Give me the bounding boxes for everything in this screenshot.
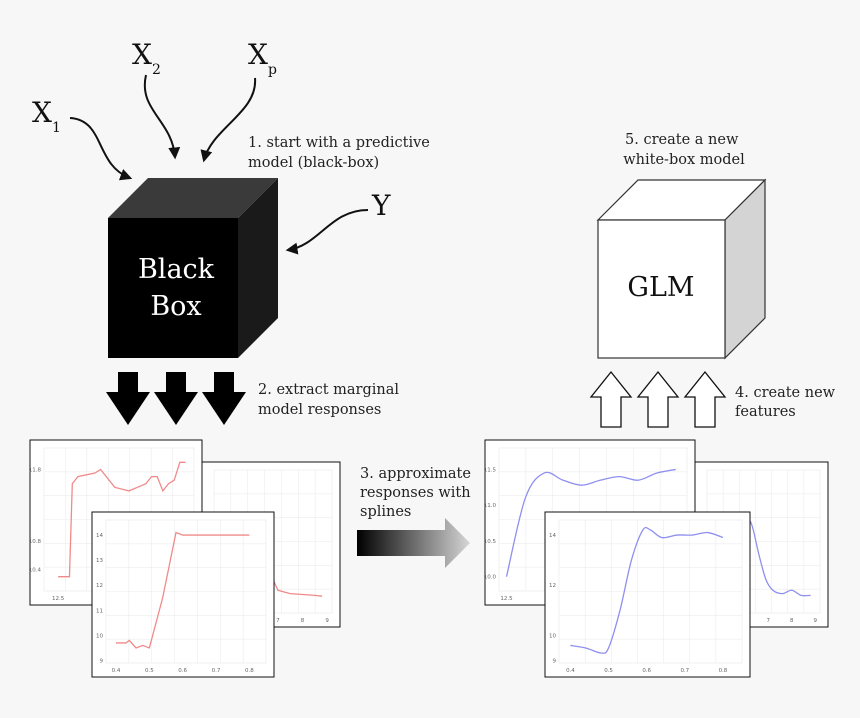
x-tick-label: 8 bbox=[301, 618, 305, 624]
chart-panel-left-front: 0.4 0.5 0.6 0.7 0.8 14 13 12 11 10 9 bbox=[91, 511, 275, 678]
x-tick-label: 8 bbox=[790, 618, 794, 624]
x-tick-label: 0.7 bbox=[212, 668, 221, 674]
glm-label: GLM bbox=[627, 272, 694, 303]
black-box-cube: Black Box bbox=[108, 178, 278, 358]
y-tick-label: 10.8 bbox=[29, 539, 42, 545]
x1-label: X1 bbox=[32, 96, 61, 136]
y-tick-label: 11 bbox=[96, 608, 103, 614]
feature-arrows bbox=[589, 370, 727, 428]
up-arrow bbox=[636, 370, 680, 428]
series-line bbox=[58, 461, 186, 578]
x-tick-label: 0.8 bbox=[719, 668, 728, 674]
black-box-label: Black bbox=[138, 254, 215, 285]
x2-arrow bbox=[143, 74, 181, 160]
black-box-label-2: Box bbox=[150, 291, 201, 322]
step5-label: 5. create a new white-box model bbox=[623, 132, 745, 168]
x-tick-label: 0.4 bbox=[112, 668, 121, 674]
y-tick-label: 11.8 bbox=[29, 467, 42, 473]
y-tick-label: 10 bbox=[96, 633, 103, 639]
y-tick-label: 12 bbox=[549, 583, 556, 589]
x-tick-label: 9 bbox=[814, 618, 818, 624]
xp-label: Xp bbox=[248, 38, 277, 78]
chart-panels: 78912.515.011.810.810.40.40.50.60.70.814… bbox=[29, 439, 829, 678]
extract-arrows bbox=[106, 372, 246, 425]
x1-arrow bbox=[69, 117, 133, 181]
xp-arrow bbox=[200, 77, 257, 163]
step4-label: 4. create new features bbox=[735, 385, 840, 420]
y-tick-label: 11.5 bbox=[484, 467, 497, 473]
y-tick-label: 11.0 bbox=[484, 503, 497, 509]
chart-panel-right-front: 0.4 0.5 0.6 0.7 0.8 14 12 10 9 bbox=[544, 511, 751, 678]
series-line bbox=[505, 468, 676, 577]
series-line bbox=[116, 531, 250, 649]
approximate-arrow bbox=[357, 518, 470, 568]
y-tick-label: 13 bbox=[96, 558, 103, 564]
y-tick-label: 10 bbox=[549, 633, 556, 639]
step3-label: 3. approximate responses with splines bbox=[360, 466, 476, 520]
y-tick-label: 10.4 bbox=[29, 568, 42, 574]
series-line bbox=[570, 526, 724, 654]
x-tick-label: 0.7 bbox=[680, 668, 689, 674]
y-label: Y bbox=[371, 189, 391, 222]
step1-label: 1. start with a predictive model (black-… bbox=[248, 135, 434, 171]
x-tick-label: 0.8 bbox=[245, 668, 254, 674]
x2-label: X2 bbox=[132, 38, 161, 78]
white-box-cube: GLM bbox=[596, 178, 767, 360]
y-tick-label: 9 bbox=[100, 658, 104, 664]
y-tick-label: 10.0 bbox=[484, 575, 497, 581]
y-tick-label: 14 bbox=[96, 533, 103, 539]
x-tick-label: 0.6 bbox=[178, 668, 187, 674]
x-tick-label: 7 bbox=[276, 618, 280, 624]
up-arrow bbox=[683, 370, 727, 428]
down-arrow bbox=[106, 372, 150, 425]
x-tick-label: 12.5 bbox=[52, 596, 65, 602]
y-tick-label: 9 bbox=[553, 658, 557, 664]
x-tick-label: 0.6 bbox=[642, 668, 651, 674]
y-tick-label: 10.5 bbox=[484, 539, 497, 545]
x-tick-label: 7 bbox=[766, 618, 770, 624]
x-tick-label: 0.5 bbox=[604, 668, 613, 674]
x-tick-label: 12.5 bbox=[500, 596, 513, 602]
down-arrow bbox=[154, 372, 198, 425]
x-tick-label: 0.4 bbox=[566, 668, 575, 674]
step2-label: 2. extract marginal model responses bbox=[258, 382, 404, 418]
y-tick-label: 14 bbox=[549, 533, 556, 539]
down-arrow bbox=[202, 372, 246, 425]
x-tick-label: 9 bbox=[325, 618, 329, 624]
y-arrow bbox=[285, 209, 369, 255]
y-tick-label: 12 bbox=[96, 583, 103, 589]
up-arrow bbox=[589, 370, 633, 428]
x-tick-label: 0.5 bbox=[145, 668, 154, 674]
